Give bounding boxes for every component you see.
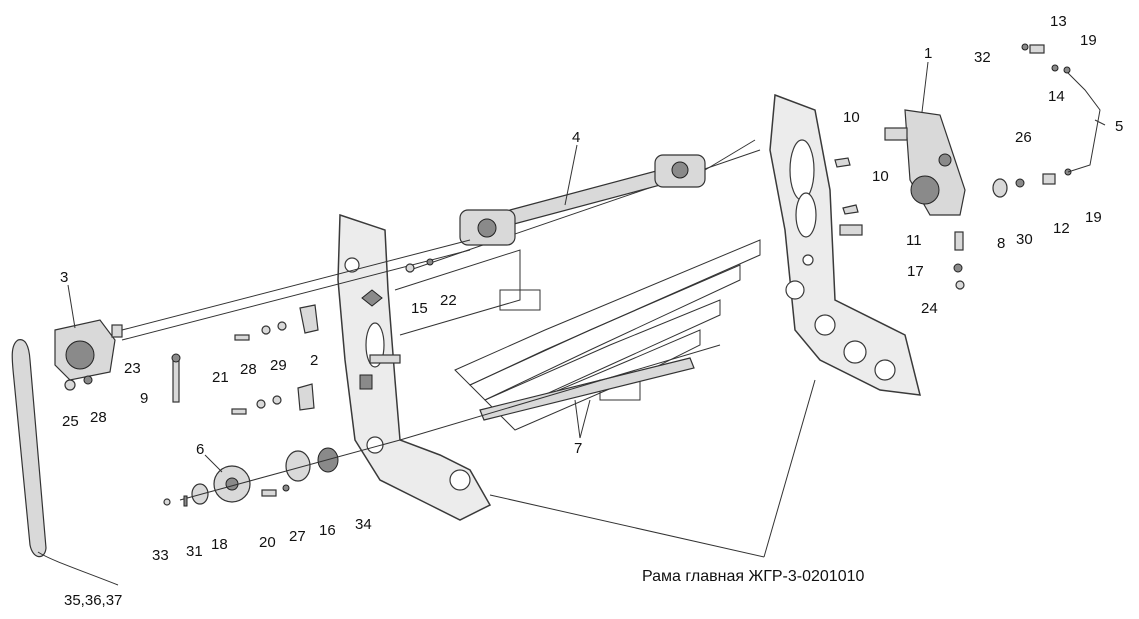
callout-12: 12 (1053, 220, 1070, 237)
callout-27: 27 (289, 528, 306, 545)
callout-15: 15 (411, 300, 428, 317)
callout-6: 6 (196, 441, 204, 458)
shaft-7 (399, 344, 721, 441)
callout-33: 33 (152, 547, 169, 564)
callout-11: 11 (906, 232, 922, 249)
sprocket-bearing-group (163, 439, 401, 507)
right-small-parts (369, 43, 1101, 364)
callout-29: 29 (270, 357, 287, 374)
callout-5: 5 (1115, 118, 1123, 135)
callout-19a: 19 (1080, 32, 1097, 49)
callout-4: 4 (572, 129, 580, 146)
callout-16: 16 (319, 522, 336, 539)
callout-32: 32 (974, 49, 991, 66)
callout-9: 9 (140, 390, 148, 407)
callout-30: 30 (1016, 231, 1033, 248)
callout-35-36-37: 35,36,37 (64, 592, 122, 609)
callout-26: 26 (1015, 129, 1032, 146)
gearbox-1 (884, 109, 966, 216)
callout-21: 21 (212, 369, 229, 386)
callout-23: 23 (124, 360, 141, 377)
callout-17: 17 (907, 263, 924, 280)
callout-20: 20 (259, 534, 276, 551)
callout-19b: 19 (1085, 209, 1102, 226)
callout-3: 3 (60, 269, 68, 286)
callout-24: 24 (921, 300, 938, 317)
callout-14: 14 (1048, 88, 1065, 105)
callout-8: 8 (997, 235, 1005, 252)
callout-1: 1 (924, 45, 932, 62)
callout-labels: 1 2 3 4 5 6 7 8 9 10 10 11 12 13 14 15 1… (60, 13, 1123, 609)
gearbox-3 (54, 239, 471, 381)
callout-10a: 10 (843, 109, 860, 126)
bracket-small-parts (64, 304, 319, 415)
callout-7: 7 (574, 440, 582, 457)
drive-belt (11, 339, 47, 558)
cardan-shaft-4 (459, 139, 756, 246)
callout-13: 13 (1050, 13, 1067, 30)
callout-10b: 10 (872, 168, 889, 185)
callout-22: 22 (440, 292, 457, 309)
callout-18: 18 (211, 536, 228, 553)
frame-left-plate (337, 213, 492, 521)
frame-right-plate (769, 93, 921, 396)
callout-2: 2 (310, 352, 318, 369)
callout-25: 25 (62, 413, 79, 430)
callout-28a: 28 (240, 361, 257, 378)
leader-lines (37, 61, 1106, 586)
callout-31: 31 (186, 543, 203, 560)
callout-34: 34 (355, 516, 372, 533)
callout-28b: 28 (90, 409, 107, 426)
assembly-caption: Рама главная ЖГР-3-0201010 (642, 568, 865, 585)
